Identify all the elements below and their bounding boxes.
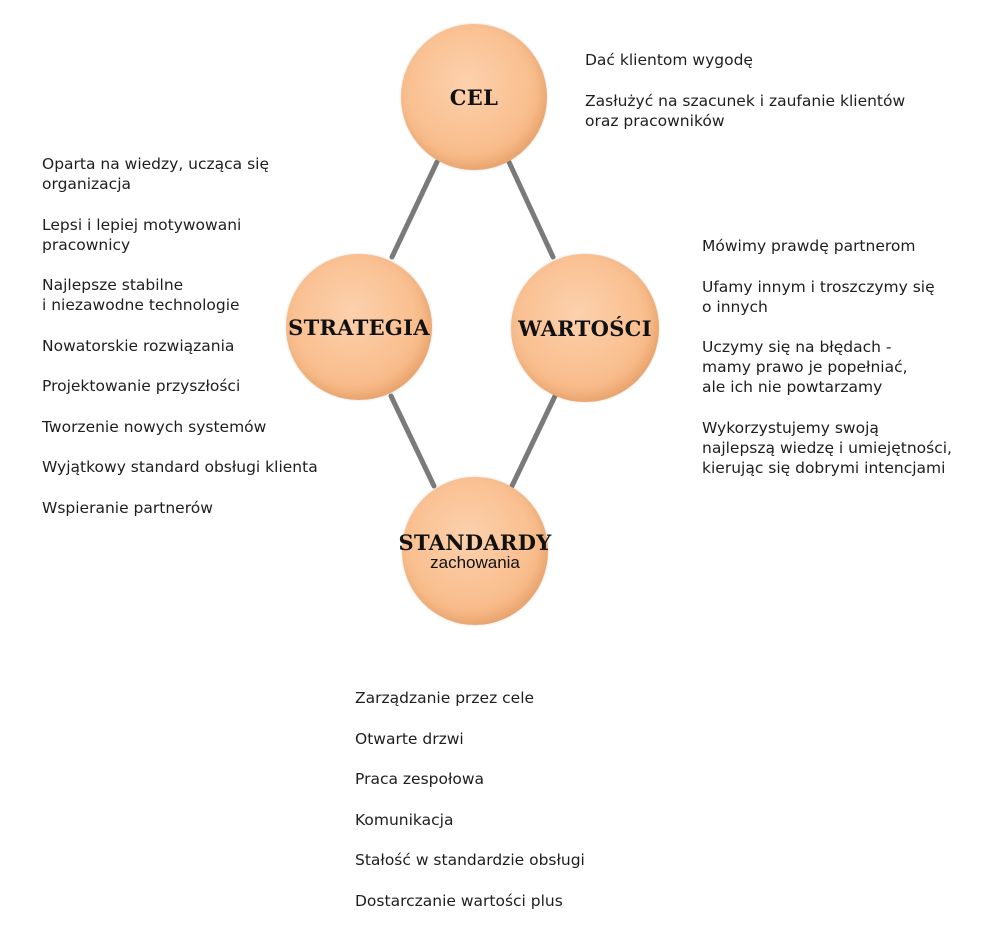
node-wartosci: WARTOŚCI bbox=[511, 254, 659, 402]
list-item: Nowatorskie rozwiązania bbox=[42, 336, 235, 355]
list-item: Otwarte drzwi bbox=[355, 729, 464, 748]
list-item: Wspieranie partnerów bbox=[42, 498, 213, 517]
node-wartosci-title: WARTOŚCI bbox=[518, 315, 652, 341]
node-strategia: STRATEGIA bbox=[286, 254, 432, 400]
list-item: Tworzenie nowych systemów bbox=[42, 417, 267, 436]
connector-strategia-standardy bbox=[388, 393, 437, 489]
standardy-list: Zarządzanie przez cele Otwarte drzwi Pra… bbox=[355, 688, 675, 931]
node-cel: CEL bbox=[401, 24, 547, 170]
list-item: Oparta na wiedzy, ucząca się organizacja bbox=[42, 155, 270, 193]
node-cel-title: CEL bbox=[449, 84, 499, 110]
connector-cel-wartosci bbox=[506, 159, 556, 260]
node-standardy-title: STANDARDY bbox=[398, 529, 552, 555]
cel-list: Dać klientom wygodę Zasłużyć na szacunek… bbox=[585, 50, 985, 151]
list-item: Uczymy się na błędach - mamy prawo je po… bbox=[702, 338, 908, 396]
list-item: Ufamy innym i troszczymy się o innych bbox=[702, 277, 935, 316]
connector-wartosci-standardy bbox=[509, 393, 558, 489]
list-item: Wykorzystujemy swoją najlepszą wiedzę i … bbox=[702, 418, 952, 477]
list-item: Praca zespołowa bbox=[355, 770, 485, 788]
list-item: Dostarczanie wartości plus bbox=[355, 891, 563, 910]
wartosci-list: Mówimy prawdę partnerom Ufamy innym i tr… bbox=[702, 236, 992, 498]
strategia-list: Oparta na wiedzy, ucząca się organizacja… bbox=[42, 154, 352, 538]
list-item: Projektowanie przyszłości bbox=[42, 377, 241, 395]
list-item: Najlepsze stabilne i niezawodne technolo… bbox=[42, 276, 240, 314]
list-item: Zasłużyć na szacunek i zaufanie klientów… bbox=[585, 91, 906, 130]
node-strategia-title: STRATEGIA bbox=[288, 314, 430, 340]
list-item: Stałość w standardzie obsługi bbox=[355, 851, 585, 869]
list-item: Dać klientom wygodę bbox=[585, 51, 753, 69]
list-item: Komunikacja bbox=[355, 810, 454, 829]
list-item: Zarządzanie przez cele bbox=[355, 689, 535, 707]
node-standardy-subtitle: zachowania bbox=[430, 552, 520, 572]
list-item: Lepsi i lepiej motywowani pracownicy bbox=[42, 215, 242, 254]
node-standardy: STANDARDY zachowania bbox=[399, 477, 551, 625]
list-item: Mówimy prawdę partnerom bbox=[702, 237, 916, 255]
connector-cel-strategia bbox=[389, 159, 440, 260]
list-item: Wyjątkowy standard obsługi klienta bbox=[42, 458, 318, 476]
